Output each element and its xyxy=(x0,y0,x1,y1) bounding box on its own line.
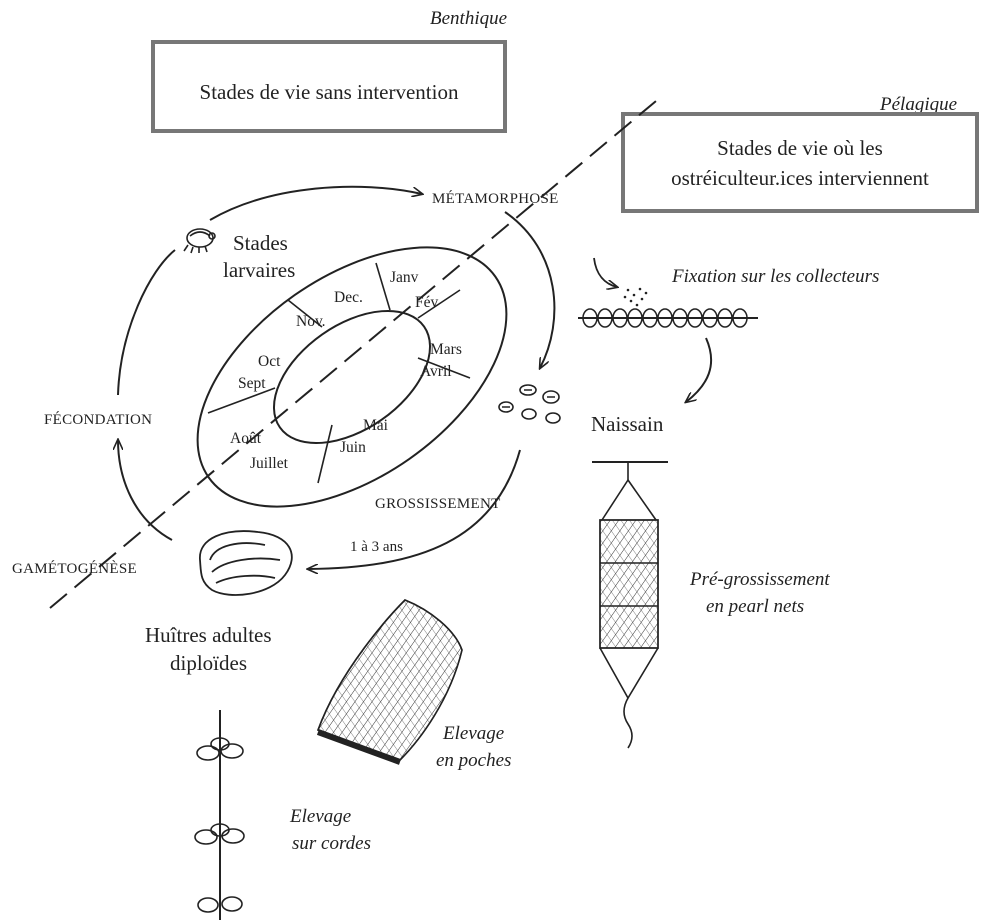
month-mai: Mai xyxy=(363,417,389,434)
pregrow-line2: en pearl nets xyxy=(706,596,804,617)
month-dec: Dec. xyxy=(334,289,363,306)
month-fev: Fév xyxy=(415,294,439,311)
naissain-label: Naissain xyxy=(591,412,664,436)
month-avril: Avril xyxy=(420,363,452,380)
arrow-metamorphose-to-naissain xyxy=(505,212,554,368)
month-mars: Mars xyxy=(430,341,462,358)
arrow-to-fecondation xyxy=(118,440,172,540)
month-oct: Oct xyxy=(258,353,281,370)
benthic-zone-label: Benthique xyxy=(430,8,507,29)
month-sept: Sept xyxy=(238,375,266,392)
month-nov: Nov. xyxy=(296,313,326,330)
adult-oysters-line1: Huîtres adultes xyxy=(145,623,272,647)
pregrow-line1: Pré-grossissement xyxy=(689,569,830,590)
spat-icon xyxy=(499,385,560,423)
pocket-bag-icon xyxy=(318,600,462,762)
no-intervention-box: Stades de vie sans intervention xyxy=(153,42,505,131)
arrow-to-metamorphose xyxy=(210,187,422,220)
intervention-label-line1: Stades de vie où les xyxy=(717,136,883,160)
arrow-fecondation-to-larvae xyxy=(118,250,175,395)
pearl-net-icon xyxy=(592,462,668,748)
pockets-line2: en poches xyxy=(436,750,511,771)
adult-oyster-icon xyxy=(200,531,292,595)
month-juillet: Juillet xyxy=(250,455,289,472)
month-janv: Janv xyxy=(390,269,419,286)
gametogenese-label: GAMÉTOGÉNÈSE xyxy=(12,560,137,577)
intervention-box: Stades de vie où les ostréiculteur.ices … xyxy=(623,114,977,211)
zone-divider-line xyxy=(50,96,662,608)
fixation-label: Fixation sur les collecteurs xyxy=(671,266,879,287)
ropes-line2: sur cordes xyxy=(292,833,371,854)
no-intervention-label: Stades de vie sans intervention xyxy=(200,80,459,104)
adult-oysters-line2: diploïdes xyxy=(170,651,247,675)
month-juin: Juin xyxy=(340,439,366,456)
larval-stages-line1: Stades xyxy=(233,231,288,255)
grossissement-label: GROSSISSEMENT xyxy=(375,496,501,512)
intervention-label-line2: ostréiculteur.ices interviennent xyxy=(671,166,929,190)
larva-icon xyxy=(184,229,215,253)
fecondation-label: FÉCONDATION xyxy=(44,411,152,428)
duration-label: 1 à 3 ans xyxy=(350,539,403,555)
month-aout: Août xyxy=(230,430,262,447)
rope-oysters-icon xyxy=(195,710,244,920)
arrow-to-collector xyxy=(594,258,617,287)
pockets-line1: Elevage xyxy=(442,723,504,744)
ropes-line1: Elevage xyxy=(289,806,351,827)
arrow-collector-to-naissain xyxy=(686,338,711,402)
pelagic-zone-label: Pélagique xyxy=(879,94,957,115)
collector-icon xyxy=(578,288,758,327)
metamorphose-label: MÉTAMORPHOSE xyxy=(432,190,559,207)
larval-stages-line2: larvaires xyxy=(223,258,295,282)
larvae-dots xyxy=(624,288,648,307)
